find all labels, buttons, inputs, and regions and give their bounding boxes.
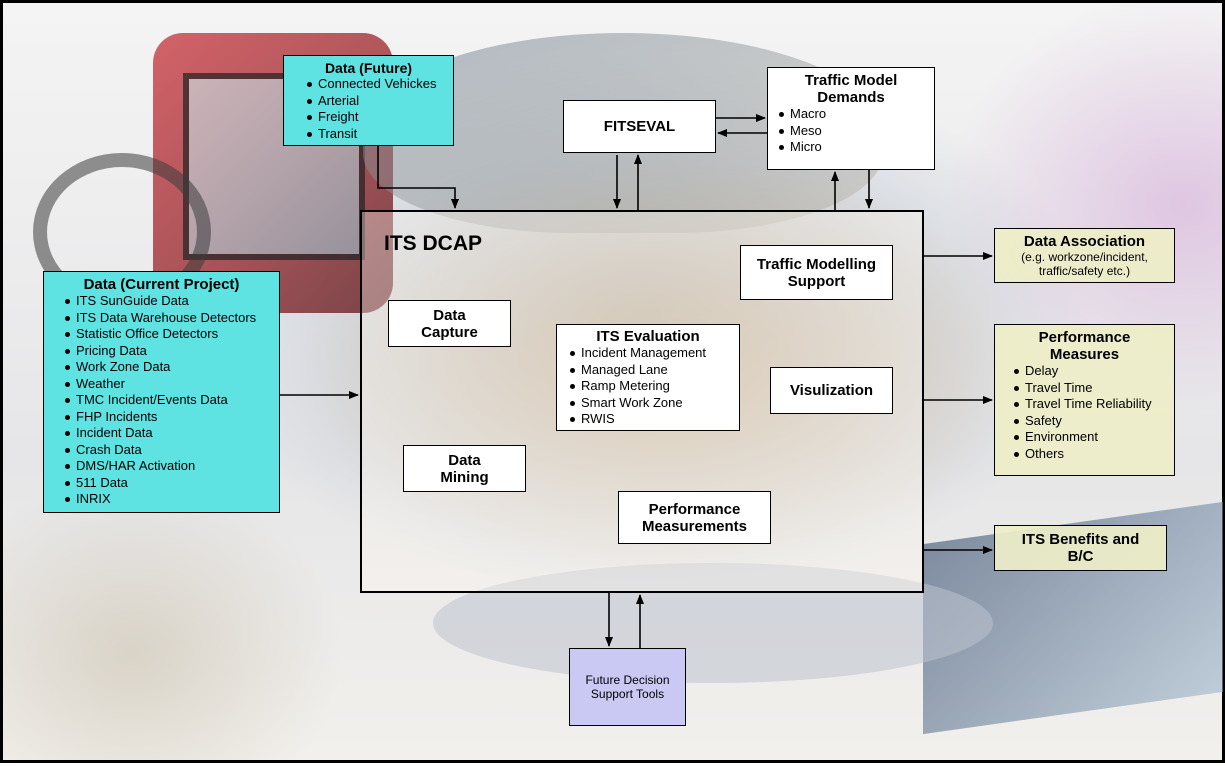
- traffic-model-demands-title-1: Traffic Model: [804, 72, 898, 89]
- future-decision-box: Future Decision Support Tools: [569, 648, 686, 726]
- list-item: Delay: [1011, 363, 1174, 380]
- list-item: Transit: [304, 126, 453, 143]
- traffic-model-demands-title-2: Demands: [817, 89, 885, 106]
- future-decision-line2: Support Tools: [590, 687, 665, 701]
- fitseval-box: FITSEVAL: [563, 100, 716, 153]
- traffic-modelling-support-line1: Traffic Modelling: [756, 255, 877, 273]
- data-capture-line2: Capture: [421, 323, 478, 341]
- data-future-list: Connected Vehickes Arterial Freight Tran…: [304, 76, 453, 142]
- data-mining-line2: Mining: [440, 468, 489, 486]
- list-item: Meso: [776, 123, 934, 140]
- list-item: RWIS: [567, 411, 739, 428]
- connector-arrows: [280, 114, 993, 648]
- list-item: ITS SunGuide Data: [62, 293, 279, 310]
- list-item: Connected Vehickes: [304, 76, 453, 93]
- data-mining-box: Data Mining: [403, 445, 526, 492]
- performance-measures-title-1: Performance: [1038, 329, 1131, 346]
- list-item: Statistic Office Detectors: [62, 326, 279, 343]
- list-item: Smart Work Zone: [567, 395, 739, 412]
- list-item: Travel Time Reliability: [1011, 396, 1174, 413]
- list-item: Micro: [776, 139, 934, 156]
- performance-measurements-line1: Performance: [648, 500, 741, 518]
- visualization-label: Visulization: [789, 382, 874, 399]
- its-benefits-line1: ITS Benefits and: [1021, 531, 1140, 548]
- list-item: Weather: [62, 376, 279, 393]
- list-item: Macro: [776, 106, 934, 123]
- its-evaluation-list: Incident Management Managed Lane Ramp Me…: [567, 345, 739, 428]
- data-mining-line1: Data: [448, 451, 481, 469]
- data-association-subtitle-1: (e.g. workzone/incident,: [1021, 250, 1148, 264]
- performance-measurements-box: Performance Measurements: [618, 491, 771, 544]
- traffic-model-demands-list: Macro Meso Micro: [776, 106, 934, 156]
- data-future-box: Data (Future) Connected Vehickes Arteria…: [283, 55, 454, 146]
- visualization-box: Visulization: [770, 367, 893, 414]
- list-item: Pricing Data: [62, 343, 279, 360]
- traffic-model-demands-box: Traffic Model Demands Macro Meso Micro: [767, 67, 935, 170]
- performance-measures-box: Performance Measures Delay Travel Time T…: [994, 324, 1175, 476]
- list-item: Environment: [1011, 429, 1174, 446]
- fitseval-label: FITSEVAL: [603, 118, 676, 135]
- its-evaluation-box: ITS Evaluation Incident Management Manag…: [556, 324, 740, 431]
- data-current-project-box: Data (Current Project) ITS SunGuide Data…: [43, 271, 280, 513]
- data-association-subtitle-2: traffic/safety etc.): [1038, 264, 1131, 278]
- data-capture-box: Data Capture: [388, 300, 511, 347]
- data-current-project-title: Data (Current Project): [83, 276, 240, 293]
- list-item: Incident Management: [567, 345, 739, 362]
- list-item: Crash Data: [62, 442, 279, 459]
- list-item: Ramp Metering: [567, 378, 739, 395]
- list-item: Safety: [1011, 413, 1174, 430]
- list-item: INRIX: [62, 491, 279, 508]
- list-item: Travel Time: [1011, 380, 1174, 397]
- its-evaluation-title: ITS Evaluation: [596, 328, 700, 345]
- performance-measures-list: Delay Travel Time Travel Time Reliabilit…: [1011, 363, 1174, 462]
- traffic-modelling-support-box: Traffic Modelling Support: [740, 245, 893, 300]
- its-dcap-title: ITS DCAP: [384, 232, 483, 255]
- arrow-future-to-dcap: [377, 146, 459, 209]
- list-item: Work Zone Data: [62, 359, 279, 376]
- data-capture-line1: Data: [433, 306, 466, 324]
- list-item: Others: [1011, 446, 1174, 463]
- its-benefits-line2: B/C: [1067, 548, 1094, 565]
- list-item: Freight: [304, 109, 453, 126]
- list-item: FHP Incidents: [62, 409, 279, 426]
- list-item: DMS/HAR Activation: [62, 458, 279, 475]
- data-future-title: Data (Future): [324, 60, 413, 76]
- data-association-title: Data Association: [1023, 233, 1146, 250]
- data-current-project-list: ITS SunGuide Data ITS Data Warehouse Det…: [62, 293, 279, 508]
- data-association-box: Data Association (e.g. workzone/incident…: [994, 228, 1175, 283]
- future-decision-line1: Future Decision: [585, 673, 670, 687]
- performance-measurements-line2: Measurements: [641, 517, 748, 535]
- performance-measures-title-2: Measures: [1049, 346, 1120, 363]
- its-benefits-box: ITS Benefits and B/C: [994, 525, 1167, 571]
- list-item: Incident Data: [62, 425, 279, 442]
- list-item: Arterial: [304, 93, 453, 110]
- list-item: Managed Lane: [567, 362, 739, 379]
- list-item: TMC Incident/Events Data: [62, 392, 279, 409]
- list-item: ITS Data Warehouse Detectors: [62, 310, 279, 327]
- list-item: 511 Data: [62, 475, 279, 492]
- traffic-modelling-support-line2: Support: [787, 272, 846, 290]
